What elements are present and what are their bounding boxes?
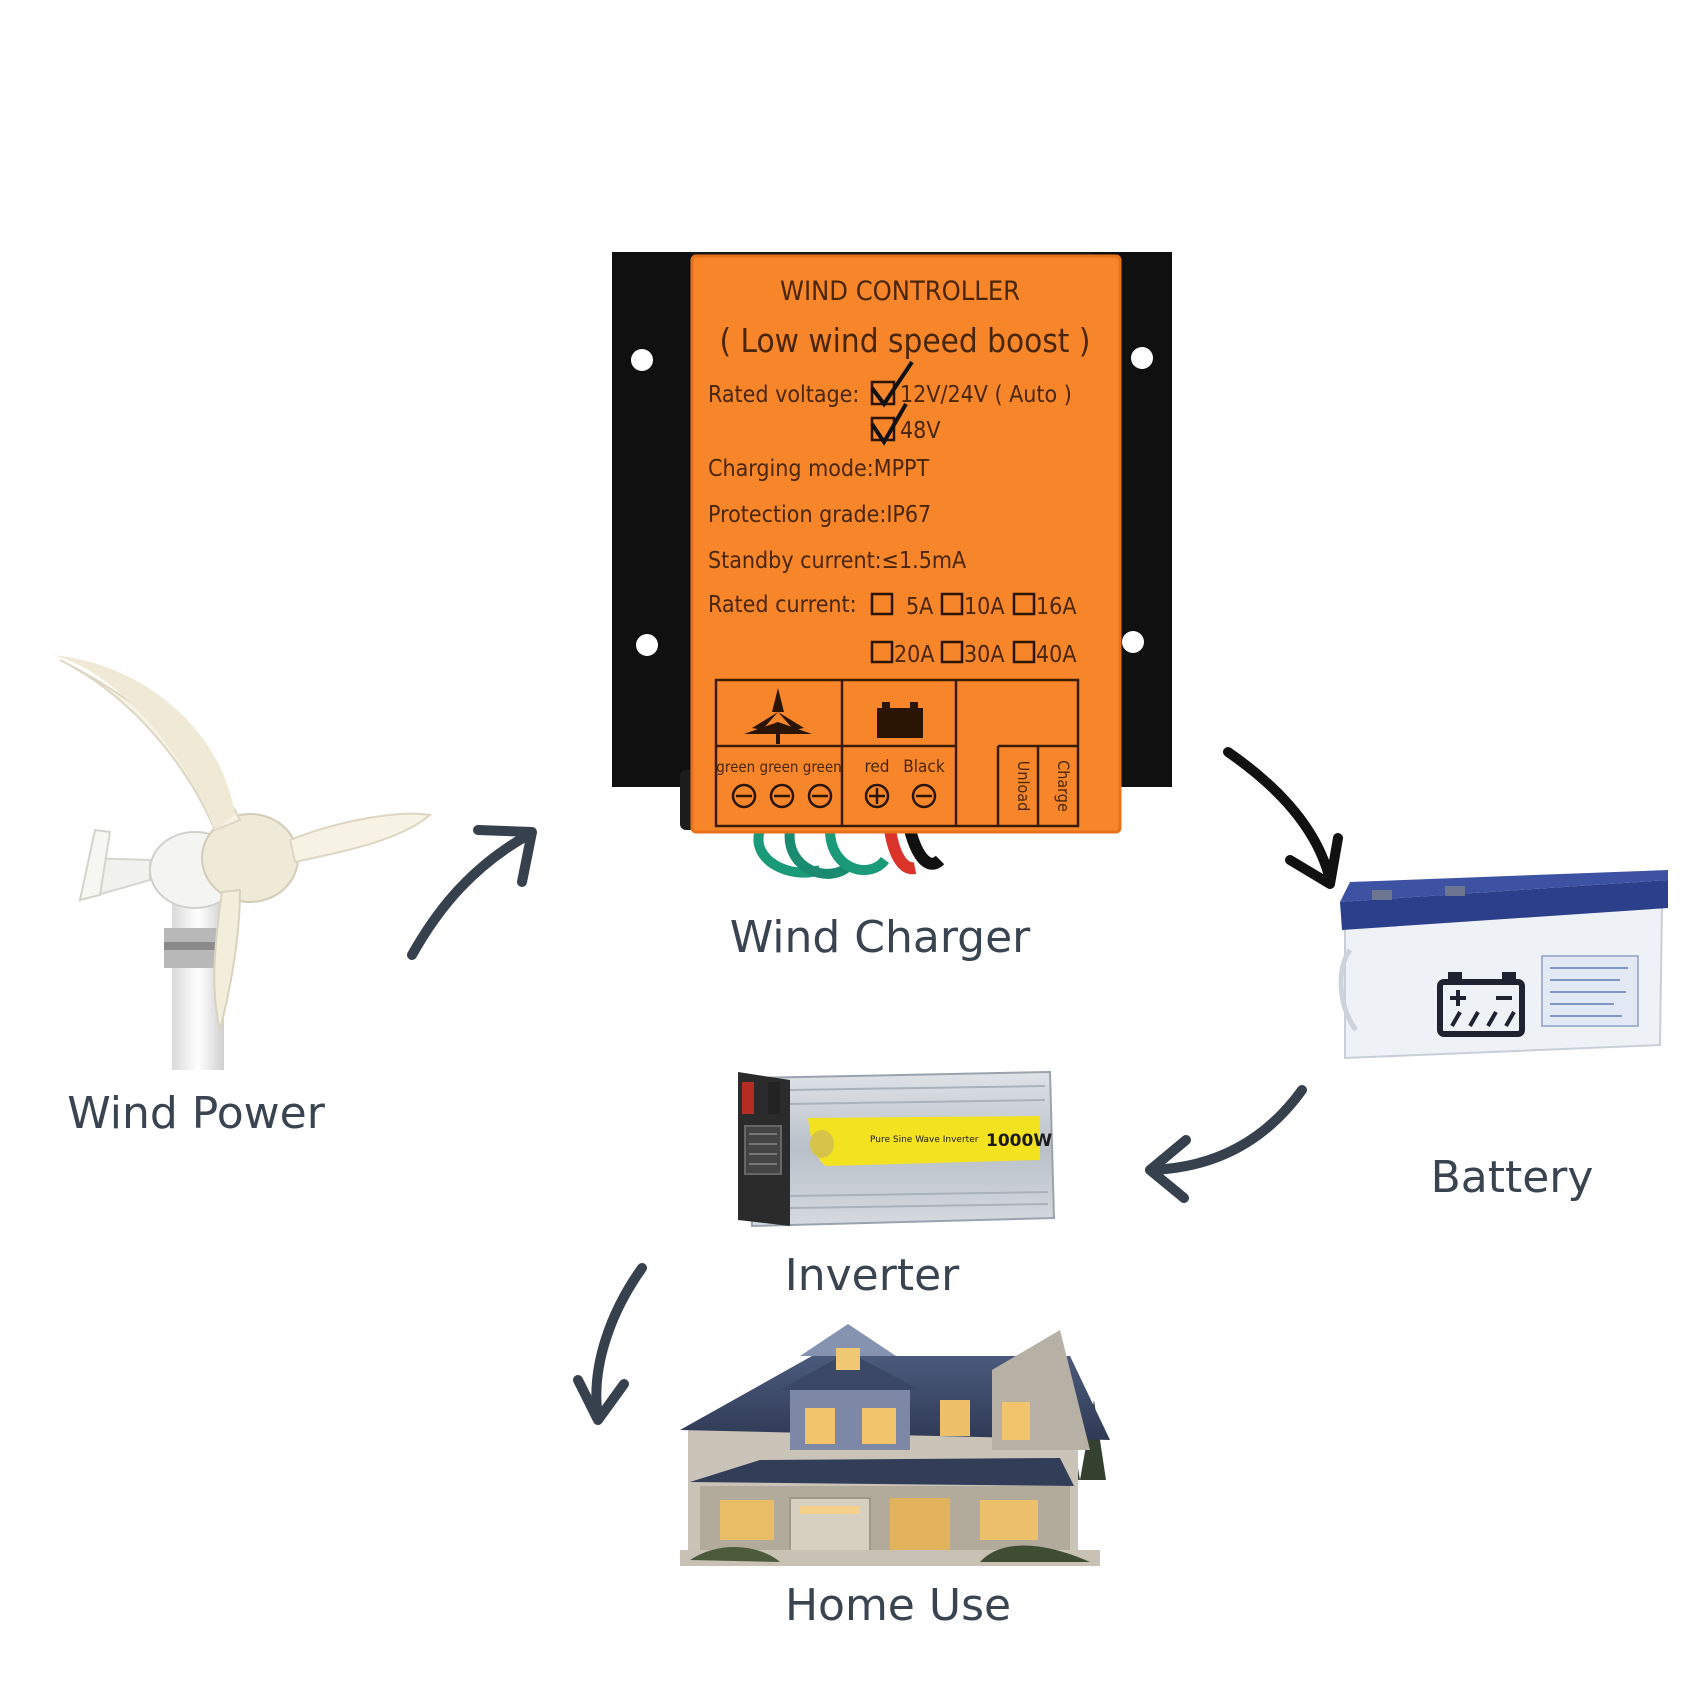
battery-icon [1437,972,1525,1037]
terminal-wind-labels: green green green [716,758,841,776]
inverter-illustration: Pure Sine Wave Inverter 1000W [738,1070,1056,1228]
current-option: 20A [894,642,934,668]
wind-power-label: Wind Power [67,1088,325,1139]
current-option: 5A [906,594,933,620]
terminal-unload-label: Unload [1014,761,1033,811]
arrow-head [1285,833,1343,889]
battery-label: Battery [1430,1152,1594,1203]
mount-hole [1122,631,1144,653]
mount-hole [636,634,658,656]
arrow-head [573,1375,629,1425]
rated-voltage-label: Rated voltage: [708,382,859,408]
wind-controller-device: WIND CONTROLLER ( Low wind speed boost )… [612,252,1172,879]
current-checkbox [940,592,964,616]
current-checkbox [940,640,964,664]
wind-charger-label: Wind Charger [729,912,1031,963]
current-checkbox [870,592,894,616]
wind-turbine-illustration [50,655,433,1070]
terminal-red-label: red [864,757,889,777]
arrow-wind-to-charger [407,830,533,960]
inverter-rating-text: 1000W [986,1131,1052,1151]
inverter-product-text: Pure Sine Wave Inverter [870,1135,979,1145]
standby-current: Standby current:≤1.5mA [708,548,966,574]
current-option: 16A [1036,594,1076,620]
battery-illustration [1338,870,1668,1060]
turbine-symbol-icon [744,688,812,744]
voltage-option-2: 48V [900,418,940,444]
terminal-table [714,678,1080,828]
mount-hole [631,349,653,371]
battery-symbol-icon [877,702,923,738]
arrow-head [473,825,537,887]
mount-hole [1131,347,1153,369]
check-mark-icon [870,402,908,446]
voltage-option-1: 12V/24V ( Auto ) [900,382,1072,408]
current-option: 10A [964,594,1004,620]
check-mark-icon [870,360,914,408]
inverter-label: Inverter [784,1250,960,1301]
protection-grade: Protection grade:IP67 [708,502,931,528]
home-use-label: Home Use [784,1580,1012,1631]
terminal-charge-label: Charge [1054,760,1073,812]
arrow-inverter-to-home [591,1263,647,1423]
charging-mode: Charging mode:MPPT [708,456,930,482]
rated-current-label: Rated current: [708,592,857,618]
arrow-battery-to-inverter [1145,1085,1307,1175]
flow-arrows [407,747,1343,1425]
controller-subtitle: ( Low wind speed boost ) [720,321,1091,360]
house-illustration [680,1324,1110,1566]
current-option: 40A [1036,642,1076,668]
current-checkbox [870,640,894,664]
arrow-charger-to-battery [1223,747,1335,885]
terminal-black-label: Black [903,757,945,777]
controller-title: WIND CONTROLLER [780,276,1020,307]
current-checkbox [1012,592,1036,616]
terminal-screws [731,783,937,809]
arrow-head [1145,1135,1191,1203]
current-checkbox [1012,640,1036,664]
current-option: 30A [964,642,1004,668]
